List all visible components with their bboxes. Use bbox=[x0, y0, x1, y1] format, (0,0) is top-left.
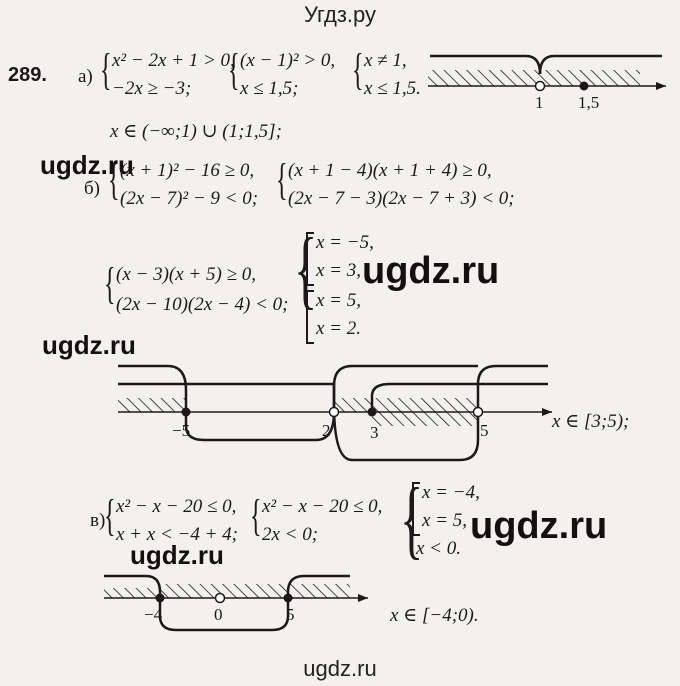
curve bbox=[538, 54, 662, 75]
part-b-root-2: x = 3, bbox=[316, 260, 362, 281]
curve bbox=[118, 364, 478, 442]
axis-arrow bbox=[542, 408, 552, 416]
bracket bbox=[412, 482, 420, 536]
axis-label: 1 bbox=[535, 93, 544, 112]
part-a-sys3-line2: x ≤ 1,5. bbox=[364, 78, 421, 99]
part-a-sys2-line1: (x − 1)² > 0, bbox=[240, 50, 336, 71]
part-v-sys1-line2: x + x < −4 + 4; bbox=[116, 524, 238, 545]
brace: { bbox=[250, 491, 262, 540]
closed-point bbox=[155, 593, 165, 603]
brace: { bbox=[100, 45, 112, 94]
part-b-sys2-line2: (2x − 7 − 3)(2x − 7 + 3) < 0; bbox=[288, 188, 515, 209]
watermark: ugdz.ru bbox=[42, 330, 136, 360]
curve bbox=[370, 382, 548, 412]
watermark: ugdz.ru bbox=[362, 250, 500, 292]
closed-point bbox=[579, 81, 589, 91]
bracket bbox=[306, 290, 314, 344]
problem-number: 289. bbox=[8, 64, 47, 86]
hatch-region bbox=[288, 584, 350, 598]
part-v-root-2: x = 5, bbox=[422, 510, 468, 531]
part-b-sys1-line2: (2x − 7)² − 9 < 0; bbox=[120, 188, 259, 209]
curve bbox=[104, 574, 350, 632]
watermark: ugdz.ru bbox=[470, 505, 608, 547]
curve bbox=[118, 382, 480, 462]
part-v-root-1: x = −4, bbox=[422, 482, 480, 503]
brace: { bbox=[228, 45, 240, 94]
hatch-region bbox=[540, 70, 640, 86]
closed-point bbox=[181, 407, 191, 417]
part-b-sys2-line1: (x + 1 − 4)(x + 1 + 4) ≥ 0, bbox=[288, 160, 492, 181]
axis-arrow bbox=[358, 594, 368, 602]
part-b-root-1: x = −5, bbox=[316, 232, 374, 253]
part-b-sys3-line2: (2x − 10)(2x − 4) < 0; bbox=[116, 294, 289, 315]
closed-point bbox=[367, 407, 377, 417]
brace: { bbox=[104, 491, 116, 540]
axis-label: 5 bbox=[480, 421, 489, 440]
part-b-root-3: x = 5, bbox=[316, 290, 362, 311]
open-point bbox=[214, 592, 226, 604]
part-v-root-3: x < 0. bbox=[416, 538, 462, 559]
part-b-sys3-line1: (x − 3)(x + 5) ≥ 0, bbox=[116, 264, 256, 285]
axis-label: 5 bbox=[286, 605, 295, 624]
closed-point bbox=[283, 593, 293, 603]
brace: { bbox=[276, 155, 288, 204]
open-point bbox=[328, 406, 340, 418]
bracket bbox=[306, 232, 314, 286]
brace: { bbox=[352, 45, 364, 94]
part-a-sys1-line1: x² − 2x + 1 > 0, bbox=[112, 50, 235, 71]
footer-site-title: ugdz.ru bbox=[303, 656, 377, 681]
part-v-sys2-line2: 2x < 0; bbox=[262, 524, 319, 545]
brace: { bbox=[104, 259, 116, 308]
part-b-root-4: x = 2. bbox=[316, 318, 362, 339]
axis-label: 2 bbox=[322, 421, 331, 440]
header-site-title: Угдз.ру bbox=[303, 2, 377, 27]
axis-arrow bbox=[656, 82, 666, 90]
curve bbox=[476, 364, 548, 412]
part-b-answer: x ∈ [3;5); bbox=[552, 411, 630, 432]
part-v-number-line: −4 0 5 bbox=[104, 574, 368, 632]
open-point bbox=[534, 80, 546, 92]
part-a-sys3-line1: x ≠ 1, bbox=[364, 50, 407, 71]
open-point bbox=[472, 406, 484, 418]
part-v-answer: x ∈ [−4;0). bbox=[390, 605, 479, 626]
hatch-region bbox=[334, 398, 478, 412]
hatch-region bbox=[104, 588, 160, 598]
axis-label: −4 bbox=[144, 605, 163, 624]
watermark: ugdz.ru bbox=[40, 150, 134, 180]
hatch-region bbox=[118, 398, 186, 412]
part-a-answer: x ∈ (−∞;1) ∪ (1;1,5]; bbox=[110, 121, 282, 142]
axis-label: 0 bbox=[214, 605, 223, 624]
part-b-sys1-line1: (x + 1)² − 16 ≥ 0, bbox=[120, 160, 255, 181]
brace: { bbox=[400, 471, 424, 568]
part-v-sys2-line1: x² − x − 20 ≤ 0, bbox=[262, 496, 383, 517]
axis-label: 1,5 bbox=[578, 93, 599, 112]
hatch-region bbox=[428, 70, 540, 86]
part-a-number-line: 1 1,5 bbox=[428, 54, 666, 112]
part-a-sys2-line2: x ≤ 1,5; bbox=[240, 78, 299, 99]
watermark: ugdz.ru bbox=[130, 540, 224, 570]
part-v-label: в) bbox=[90, 510, 106, 531]
part-a-label: а) bbox=[78, 66, 93, 87]
brace: { bbox=[108, 155, 120, 204]
hatch-region bbox=[372, 412, 478, 426]
part-a-sys1-line2: −2x ≥ −3; bbox=[112, 78, 192, 99]
part-v-sys1-line1: x² − x − 20 ≤ 0, bbox=[116, 496, 237, 517]
axis-label: −5 bbox=[172, 421, 190, 440]
axis-label: 3 bbox=[370, 423, 379, 442]
hatch-region bbox=[160, 584, 288, 598]
part-b-number-line: −5 2 3 5 bbox=[118, 364, 552, 462]
part-b-label: б) bbox=[84, 178, 100, 199]
